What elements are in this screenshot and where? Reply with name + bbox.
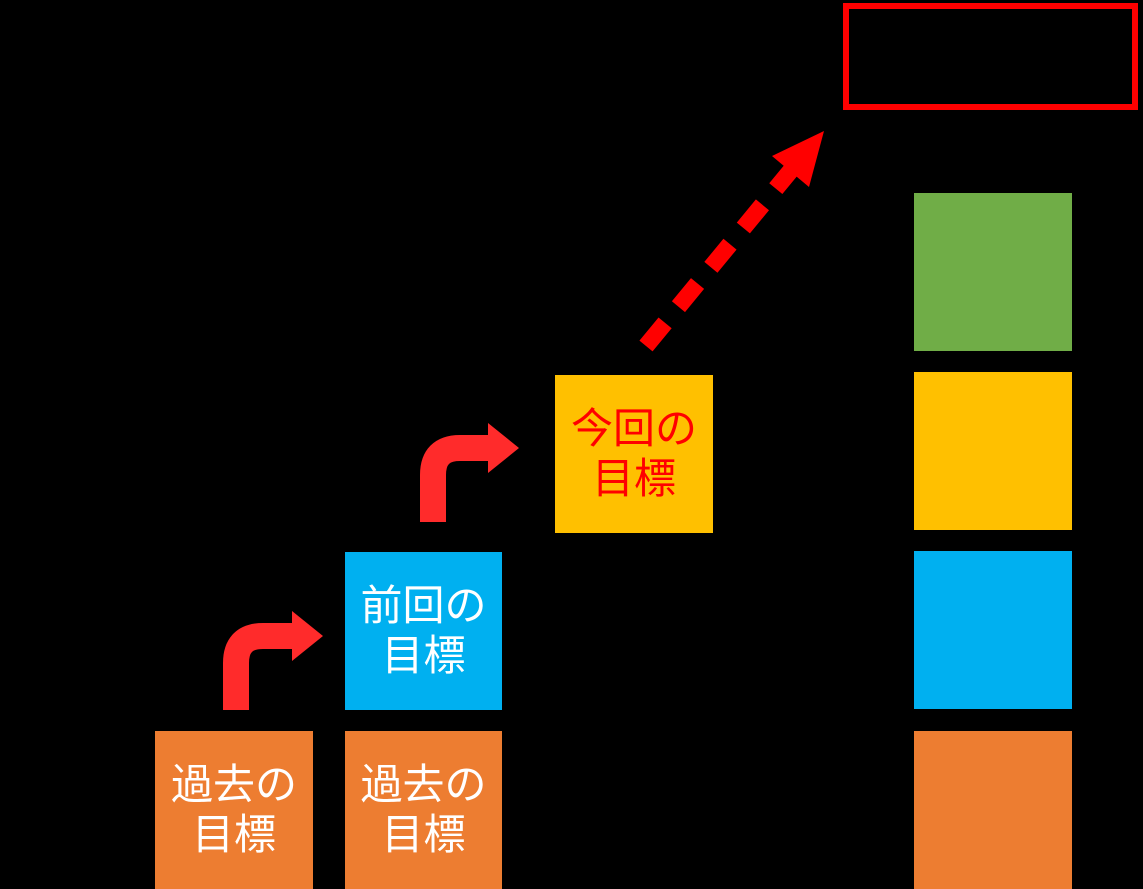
- bent-arrow-lower-head: [292, 611, 323, 661]
- past-goal-label-2: 過去の 目標: [360, 760, 487, 859]
- bent-arrow-upper: [420, 423, 519, 522]
- previous-goal-box: 前回の 目標: [345, 552, 502, 710]
- past-goal-box-1: 過去の 目標: [155, 731, 313, 889]
- right-column-box-yellow: [914, 372, 1072, 530]
- previous-goal-label: 前回の 目標: [360, 581, 487, 680]
- past-goal-label-1: 過去の 目標: [170, 760, 297, 859]
- current-goal-label: 今回の 目標: [570, 404, 697, 503]
- dashed-growth-arrow-head: [772, 131, 824, 187]
- past-goal-box-2: 過去の 目標: [345, 731, 502, 889]
- dashed-growth-arrow: [639, 131, 824, 352]
- right-column-box-blue: [914, 551, 1072, 709]
- current-goal-box: 今回の 目標: [555, 375, 713, 533]
- future-goal-box: [843, 3, 1138, 110]
- bent-arrow-lower: [223, 611, 323, 710]
- right-column-box-orange: [914, 731, 1072, 889]
- right-column-box-green: [914, 193, 1072, 351]
- bent-arrow-upper-head: [488, 423, 519, 473]
